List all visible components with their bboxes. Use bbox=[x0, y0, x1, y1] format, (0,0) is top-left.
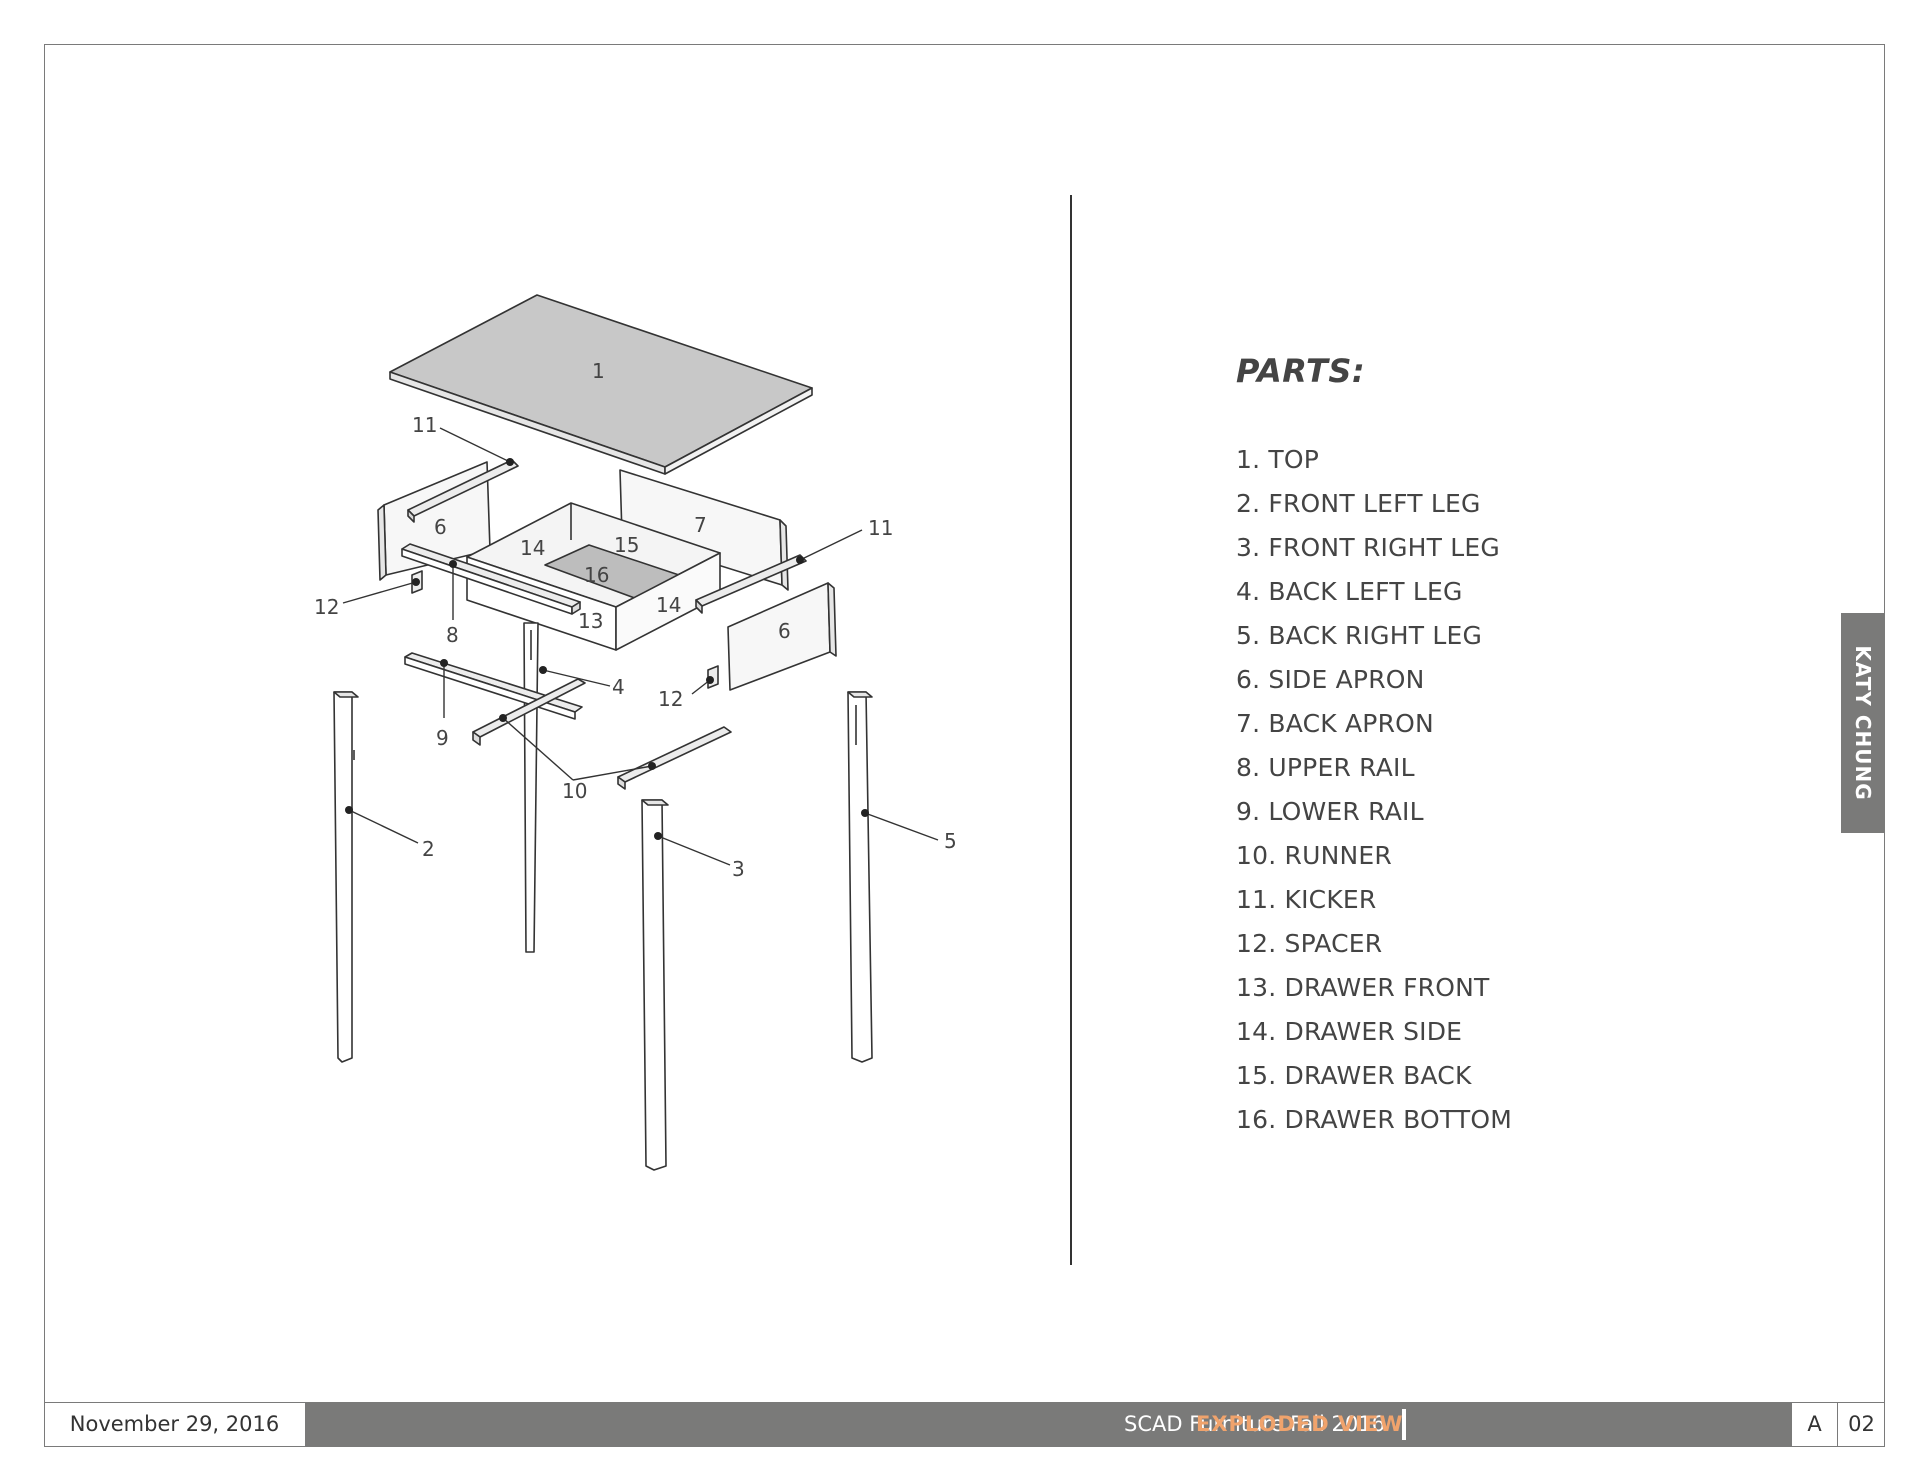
callout-lower-rail: 9 bbox=[436, 726, 449, 750]
lower-rail bbox=[404, 652, 583, 713]
runner-right bbox=[617, 726, 732, 783]
list-item: 11. KICKER bbox=[1236, 885, 1377, 914]
callout-front-right-leg: 3 bbox=[732, 857, 745, 881]
list-item: 15. DRAWER BACK bbox=[1236, 1061, 1472, 1090]
parts-title: PARTS: bbox=[1236, 352, 1366, 390]
callout-back-left-leg: 4 bbox=[612, 675, 625, 699]
callout-side-apron-right: 6 bbox=[778, 619, 791, 643]
callout-drawer-bottom: 16 bbox=[584, 563, 609, 587]
callout-kicker-left: 11 bbox=[412, 413, 437, 437]
title-block: November 29, 2016 SCAD Furniture Fall 20… bbox=[44, 1402, 1885, 1447]
callout-spacer-left: 12 bbox=[314, 595, 339, 619]
list-item: 13. DRAWER FRONT bbox=[1236, 973, 1490, 1002]
front-left-leg bbox=[333, 691, 353, 1063]
callout-drawer-side-left: 14 bbox=[520, 536, 545, 560]
center-divider bbox=[1070, 195, 1072, 1265]
list-item: 3. FRONT RIGHT LEG bbox=[1236, 533, 1500, 562]
callout-drawer-front: 13 bbox=[578, 609, 603, 633]
callout-side-apron-left: 6 bbox=[434, 515, 447, 539]
list-item: 7. BACK APRON bbox=[1236, 709, 1434, 738]
revision-letter: A bbox=[1792, 1402, 1838, 1447]
view-name: EXPLODED VIEW bbox=[1196, 1412, 1404, 1436]
title-separator bbox=[1402, 1409, 1406, 1440]
back-right-leg bbox=[847, 691, 873, 1063]
designer-name-tab: KATY CHUNG bbox=[1841, 613, 1885, 833]
title-bar: SCAD Furniture Fall 2016 bbox=[306, 1402, 1792, 1447]
list-item: 1. TOP bbox=[1236, 445, 1320, 474]
list-item: 2. FRONT LEFT LEG bbox=[1236, 489, 1481, 518]
callout-drawer-back: 15 bbox=[614, 533, 639, 557]
list-item: 8. UPPER RAIL bbox=[1236, 753, 1415, 782]
back-left-leg bbox=[523, 622, 539, 953]
list-item: 16. DRAWER BOTTOM bbox=[1236, 1105, 1513, 1134]
sheet-number: 02 bbox=[1838, 1402, 1885, 1447]
designer-name: KATY CHUNG bbox=[1851, 645, 1875, 801]
drawing-date: November 29, 2016 bbox=[44, 1402, 306, 1447]
list-item: 6. SIDE APRON bbox=[1236, 665, 1425, 694]
callout-front-left-leg: 2 bbox=[422, 837, 435, 861]
parts-list: 1. TOP 2. FRONT LEFT LEG 3. FRONT RIGHT … bbox=[1236, 438, 1512, 1142]
course-name: SCAD Furniture Fall 2016 bbox=[1124, 1412, 1385, 1436]
list-item: 9. LOWER RAIL bbox=[1236, 797, 1424, 826]
list-item: 14. DRAWER SIDE bbox=[1236, 1017, 1463, 1046]
callout-runner: 10 bbox=[562, 779, 587, 803]
callout-back-apron: 7 bbox=[694, 513, 707, 537]
list-item: 4. BACK LEFT LEG bbox=[1236, 577, 1463, 606]
callout-upper-rail: 8 bbox=[446, 623, 459, 647]
callout-kicker-right: 11 bbox=[868, 516, 893, 540]
list-item: 12. SPACER bbox=[1236, 929, 1383, 958]
callout-spacer-right: 12 bbox=[658, 687, 683, 711]
list-item: 5. BACK RIGHT LEG bbox=[1236, 621, 1483, 650]
callout-back-right-leg: 5 bbox=[944, 829, 957, 853]
callout-drawer-side-right: 14 bbox=[656, 593, 681, 617]
callout-top: 1 bbox=[592, 359, 605, 383]
front-right-leg bbox=[641, 799, 667, 1171]
list-item: 10. RUNNER bbox=[1236, 841, 1392, 870]
